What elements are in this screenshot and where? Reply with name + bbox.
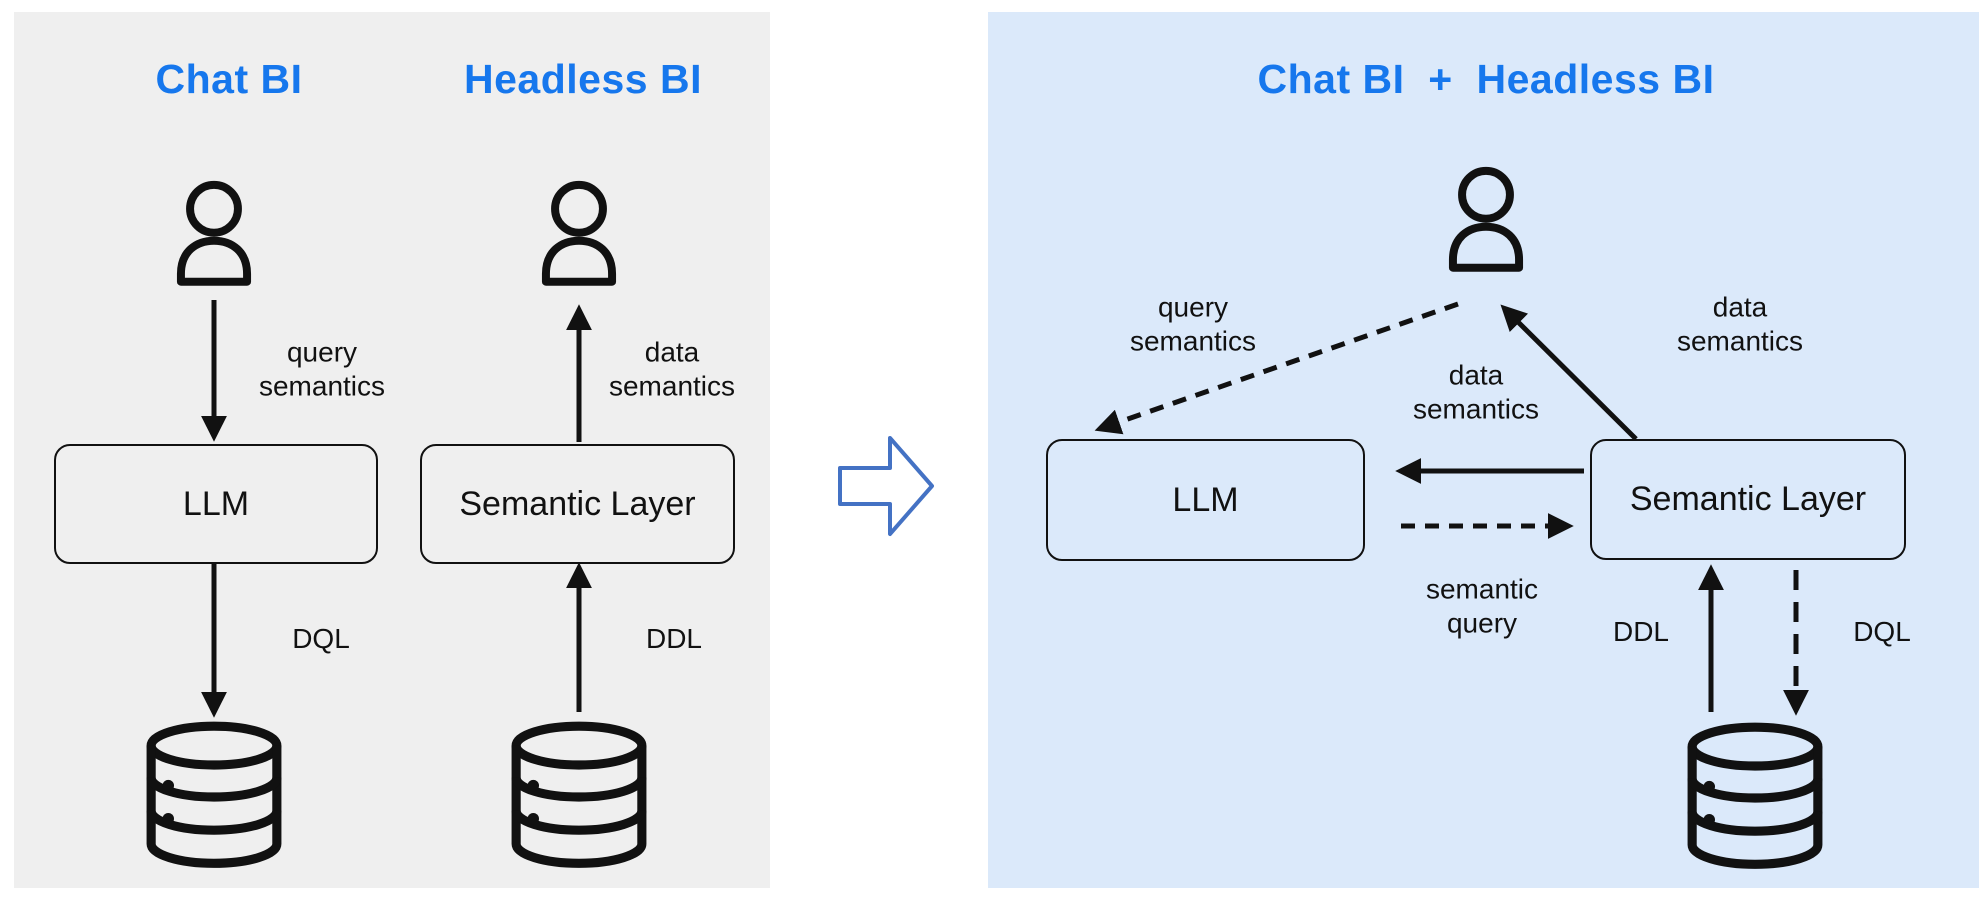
database-dot [162,779,174,792]
database-dot [1703,814,1715,826]
database-band [1687,777,1823,803]
semantic-layer-box-label: Semantic Layer [459,484,696,523]
database-dot [527,813,539,825]
dql-label: DQL [292,623,350,655]
database-body [146,745,282,868]
data-semantics-label: data semantics [608,336,736,401]
database-band [146,809,282,835]
user-head [551,180,607,237]
semantic-layer-box: Semantic Layer [1590,439,1906,560]
query-semantics-label: query semantics [1129,291,1257,356]
query-semantics-label: query semantics [258,336,386,401]
user-icon [541,180,617,286]
database-band [1687,810,1823,836]
semantic-layer-box-label: Semantic Layer [1629,480,1867,518]
llm-box: LLM [1046,439,1365,561]
data-semantics-mid-label: data semantics [1412,359,1540,424]
database-dot [162,813,174,825]
ddl-label: DDL [645,623,703,655]
user-shoulders [1448,222,1524,272]
transform-block-arrow-icon [838,436,934,536]
user-head [1458,166,1514,223]
headless-bi-title: Headless BI [464,56,702,102]
data-semantics-right-label: data semantics [1676,291,1804,356]
database-icon [1687,722,1823,869]
database-top [1687,722,1823,771]
database-dot [1703,780,1715,793]
user-icon [1448,166,1524,272]
database-icon [511,721,647,868]
database-top [511,721,647,770]
llm-box: LLM [54,444,378,564]
dql-label: DQL [1853,616,1911,648]
ddl-label: DDL [1612,616,1670,648]
combined-title: Chat BI + Headless BI [1257,56,1715,102]
database-band [511,776,647,802]
semantic-layer-box: Semantic Layer [420,444,735,564]
database-body [1687,746,1823,869]
user-icon [176,180,252,286]
llm-box-label: LLM [182,484,250,523]
database-icon [146,721,282,868]
left-panel: Chat BI Headless BI LLM Semantic Layer q… [14,12,770,888]
user-shoulders [176,236,252,286]
database-dot [527,779,539,792]
user-shoulders [541,236,617,286]
chat-bi-title: Chat BI [155,56,303,102]
database-top [146,721,282,770]
right-panel: Chat BI + Headless BI LLM Semantic Layer… [988,12,1979,888]
database-body [511,745,647,868]
database-band [146,776,282,802]
block-arrow-shape [838,436,934,536]
llm-box-label: LLM [1172,480,1239,519]
database-band [511,809,647,835]
semantic-query-label: semantic query [1425,573,1539,638]
user-head [186,180,242,237]
